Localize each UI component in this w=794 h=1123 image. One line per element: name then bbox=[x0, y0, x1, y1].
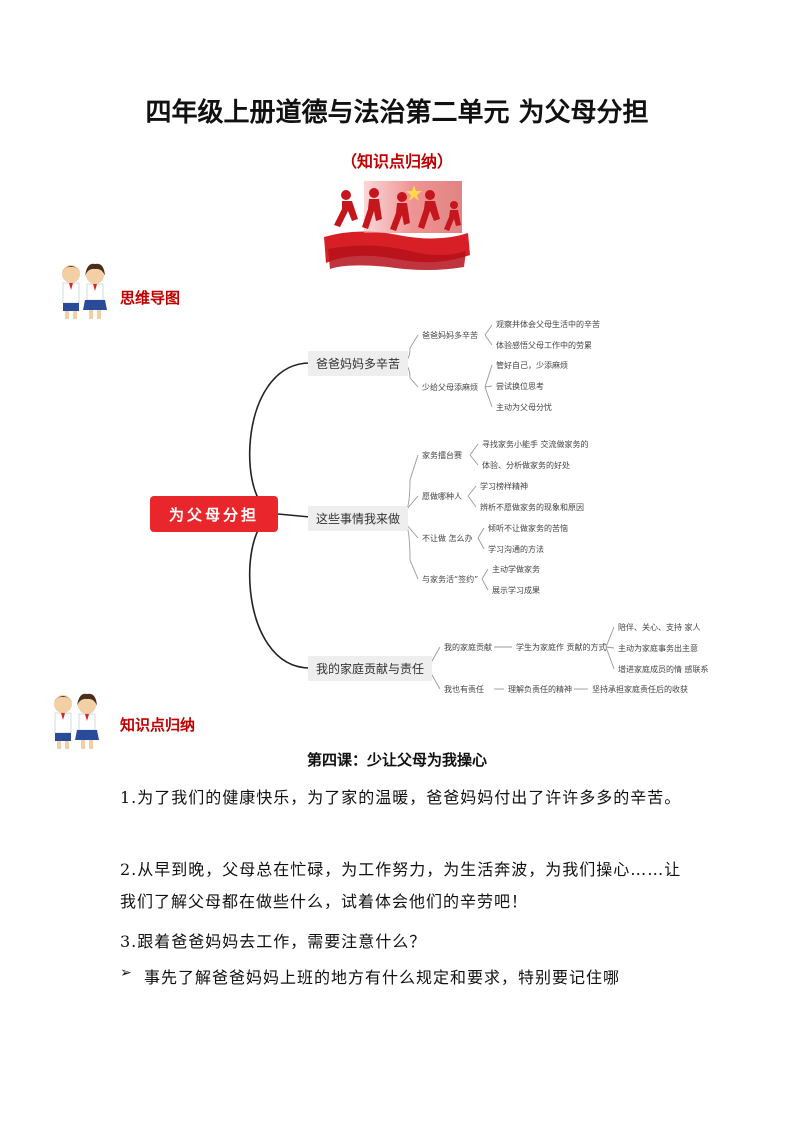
section-heading-knowledge: 知识点归纳 bbox=[120, 716, 196, 734]
page-title: 四年级上册道德与法治第二单元 为父母分担 bbox=[145, 98, 649, 128]
mind-map-leaf: 主动为父母分忧 bbox=[496, 403, 552, 412]
mind-map-leaf: 展示学习成果 bbox=[492, 586, 540, 595]
mind-map-leaf: 寻找家务小能手 交流做家务的 bbox=[482, 440, 589, 449]
mind-map-leaf: 辨析不愿做家务的现象和原因 bbox=[480, 503, 584, 512]
mind-map-leaf: 坚持承担家庭责任后的收获 bbox=[592, 685, 688, 694]
mind-map-branch: 这些事情我来做 bbox=[308, 506, 409, 531]
mind-map-sub: 家务擂台赛 bbox=[422, 451, 462, 460]
lesson-title: 第四课：少让父母为我操心 bbox=[306, 751, 487, 769]
mind-map-sub: 爸爸妈妈多辛苦 bbox=[422, 331, 478, 340]
mind-map-mid: 理解负责任的精神 bbox=[508, 685, 572, 694]
bullet-arrow-icon: ➢ bbox=[120, 965, 132, 981]
mind-map-leaf: 主动学做家务 bbox=[492, 565, 540, 574]
mind-map-sub: 我也有责任 bbox=[444, 685, 484, 694]
mind-map-sub: 与家务活“签约” bbox=[422, 575, 479, 584]
mind-map-sub: 我的家庭贡献 bbox=[444, 643, 492, 652]
mind-map-leaf: 增进家庭成员的情 感联系 bbox=[618, 665, 709, 674]
mind-map: 为父母分担 爸爸妈妈多辛苦 这些事情我来做 我的家庭贡献与责任 爸爸妈妈多辛苦 … bbox=[0, 300, 794, 710]
mind-map-leaf: 学习榜样精神 bbox=[480, 482, 528, 491]
mind-map-leaf: 学习沟通的方法 bbox=[488, 545, 544, 554]
mind-map-root: 为父母分担 bbox=[150, 496, 278, 532]
mind-map-mid: 学生为家庭作 贡献的方式 bbox=[516, 643, 607, 652]
paragraph: 1.为了我们的健康快乐，为了家的温暖，爸爸妈妈付出了许许多多的辛苦。 bbox=[120, 788, 682, 807]
mind-map-leaf: 陪伴、关心、支持 家人 bbox=[618, 623, 701, 632]
paragraph: 3.跟着爸爸妈妈去工作，需要注意什么？ bbox=[120, 932, 427, 951]
paragraph: 事先了解爸爸妈妈上班的地方有什么规定和要求，特别要记住哪 bbox=[144, 968, 621, 987]
school-kids-icon bbox=[62, 263, 107, 319]
school-kids-icon bbox=[54, 693, 99, 749]
mind-map-sub: 不让做 怎么办 bbox=[422, 534, 473, 543]
mind-map-sub: 少给父母添麻烦 bbox=[422, 383, 478, 392]
mind-map-branch: 爸爸妈妈多辛苦 bbox=[308, 351, 409, 376]
section-heading-mindmap: 思维导图 bbox=[120, 289, 181, 307]
mind-map-sub: 愿做哪种人 bbox=[422, 492, 462, 501]
flag-runners-image bbox=[324, 181, 470, 270]
mind-map-branch: 我的家庭贡献与责任 bbox=[308, 656, 433, 681]
mind-map-leaf: 主动为家庭事务出主意 bbox=[618, 644, 698, 653]
mind-map-leaf: 观察并体会父母生活中的辛苦 bbox=[496, 320, 600, 329]
mind-map-leaf: 尝试换位思考 bbox=[496, 382, 544, 391]
mind-map-leaf: 管好自己，少添麻烦 bbox=[496, 361, 568, 370]
paragraph: 2.从早到晚，父母总在忙碌，为工作努力，为生活奔波，为我们操心……让我们了解父母… bbox=[120, 860, 682, 911]
mind-map-leaf: 体验感悟父母工作中的劳累 bbox=[496, 341, 592, 350]
mind-map-leaf: 体验、分析做家务的好处 bbox=[482, 461, 570, 470]
page-subtitle: （知识点归纳） bbox=[340, 152, 453, 171]
mind-map-leaf: 倾听不让做家务的苦恼 bbox=[488, 524, 568, 533]
